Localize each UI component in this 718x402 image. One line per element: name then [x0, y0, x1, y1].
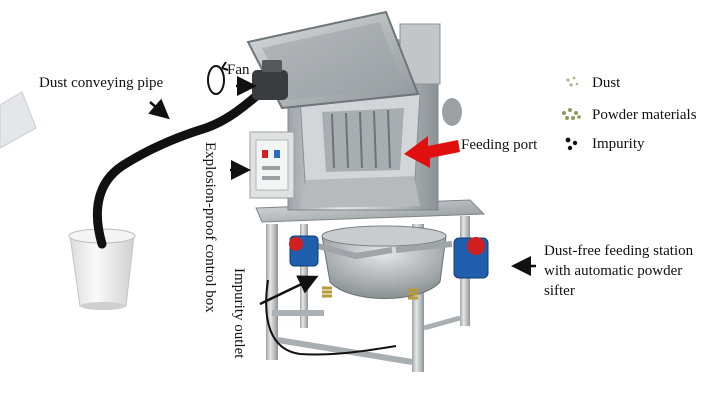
control-box — [249, 131, 295, 199]
label-station-line1: Dust-free feeding station — [544, 243, 694, 259]
label-impurity-outlet: Impurity outlet — [231, 268, 247, 359]
label-dust-pipe: Dust conveying pipe — [39, 75, 164, 91]
dust-icon — [566, 76, 579, 87]
hopper-lid — [246, 10, 420, 110]
label-station-line3: sifter — [544, 283, 575, 299]
cabinet-body — [287, 23, 462, 211]
bag-fragment — [0, 91, 37, 149]
label-fan: Fan — [227, 62, 250, 78]
fan-rotation-icon — [207, 61, 229, 95]
pipe-arrow — [148, 98, 170, 120]
label-feeding-port: Feeding port — [461, 137, 538, 153]
legend-label-impurity: Impurity — [592, 136, 645, 152]
impurity-arrow — [259, 275, 319, 306]
annotation-arrows — [148, 76, 536, 306]
vibration-motor-right — [453, 237, 489, 279]
feeding-arrow — [404, 136, 460, 168]
label-control-box: Explosion-proof control box — [202, 142, 218, 313]
impurity-icon — [565, 137, 578, 151]
vibration-motor-left — [289, 235, 319, 267]
legend-label-dust: Dust — [592, 75, 621, 91]
label-station-line2: with automatic powder — [544, 263, 683, 279]
dust-pipe — [92, 83, 273, 249]
sifter-bowl — [317, 225, 453, 299]
legend-label-powder: Powder materials — [592, 107, 697, 123]
spring-mounts — [322, 286, 418, 300]
powder-icon — [562, 108, 581, 120]
fan-unit — [252, 60, 288, 100]
power-cable — [265, 279, 397, 356]
